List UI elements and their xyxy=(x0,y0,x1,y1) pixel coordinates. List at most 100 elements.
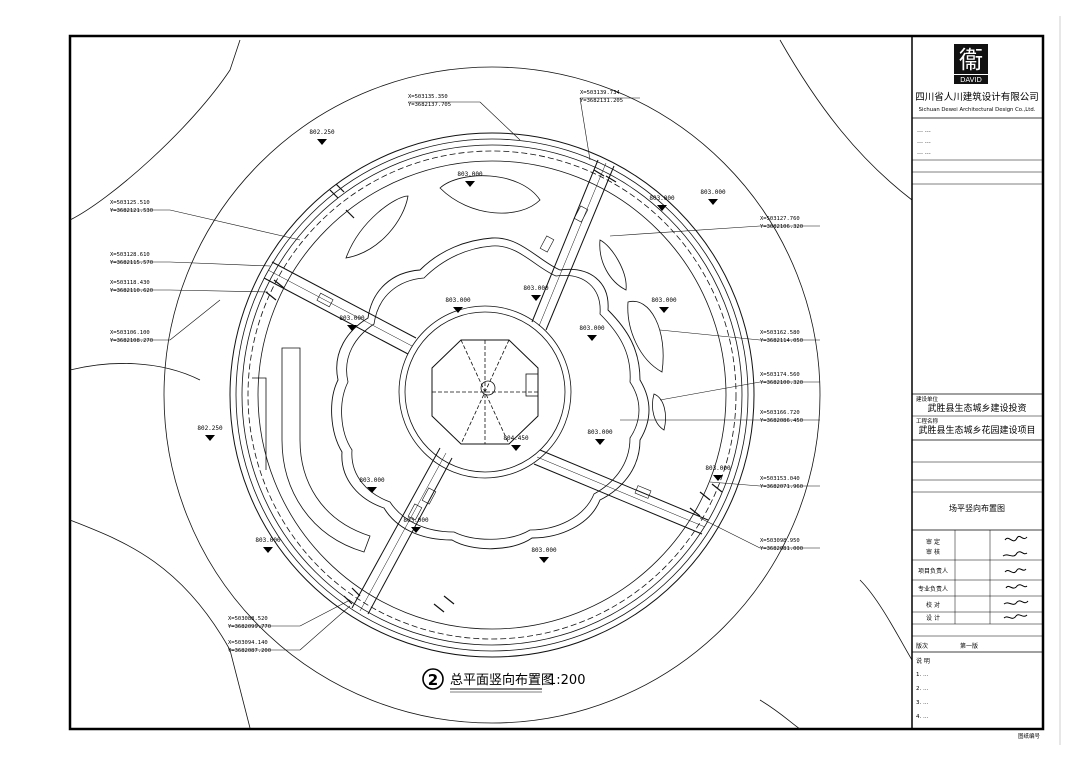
wavy-border xyxy=(331,237,650,550)
sheet-title: 场平竖向布置图 xyxy=(949,503,1005,513)
plaza-ring xyxy=(229,132,755,658)
coordinate-y: Y=3682115.570 xyxy=(110,260,153,266)
elevation-value: 803.000 xyxy=(531,547,557,554)
coordinate-x: X=503098.950 xyxy=(760,538,800,544)
elevation-value: 803.000 xyxy=(651,297,677,304)
elevation-marks: 802.250 802.250 803.000 803.000 803.000 803.0… xyxy=(197,129,731,563)
coordinate-x: X=503166.720 xyxy=(760,410,800,416)
leader-lines xyxy=(110,97,820,651)
company-name-en: Sichuan Dewei Architectural Design Co.,L… xyxy=(919,107,1036,113)
elevation-triangle xyxy=(367,487,377,493)
project-label-2: 工程名称 xyxy=(916,417,939,425)
coordinate-y: Y=3682110.620 xyxy=(110,288,153,294)
coordinate-y: Y=3682114.050 xyxy=(760,338,803,344)
coordinate-y: Y=3682081.000 xyxy=(760,546,803,552)
dimension-marks xyxy=(316,205,652,521)
project-label: 建设单位 xyxy=(916,395,939,403)
elevation-triangle xyxy=(453,307,463,313)
caption-number: 2 xyxy=(428,671,438,689)
elevation-value: 803.000 xyxy=(705,465,731,472)
elevation-triangle xyxy=(587,335,597,341)
contact-line: … … xyxy=(917,149,931,156)
coordinate-x: X=503135.350 xyxy=(408,94,448,100)
boundary-curve xyxy=(779,39,913,201)
elevation-triangle xyxy=(539,557,549,563)
note-line: 2. … xyxy=(916,686,929,692)
note-line: 1. … xyxy=(916,672,929,678)
elevation-value: 803.000 xyxy=(700,189,726,196)
coordinate-y: Y=3682106.320 xyxy=(760,224,803,230)
logo-glyph: 衞 xyxy=(959,46,983,74)
coordinate-x: X=503127.760 xyxy=(760,216,800,222)
logo-brand: DAVID xyxy=(960,76,982,84)
coordinate-x: X=503174.560 xyxy=(760,372,800,378)
project-name-1: 武胜县生态城乡建设投资 xyxy=(927,402,1026,414)
title-block: 衞 DAVID 四川省人川建筑设计有限公司 Sichuan Dewei Arch… xyxy=(911,36,1043,740)
elevation-triangle xyxy=(659,307,669,313)
elevation-value: 802.250 xyxy=(197,425,223,432)
elevation-value: 802.250 xyxy=(309,129,335,136)
notes-heading: 说 明 xyxy=(916,657,930,665)
elevation-value: 804.450 xyxy=(503,435,529,442)
elevation-value: 803.000 xyxy=(359,477,385,484)
plan-view xyxy=(69,39,913,730)
coordinate-x: X=503125.510 xyxy=(110,200,150,206)
company-logo xyxy=(954,44,988,74)
coordinate-y: Y=3682137.705 xyxy=(408,102,451,108)
coordinate-y: Y=3682108.270 xyxy=(110,338,153,344)
elevation-value: 803.000 xyxy=(523,285,549,292)
boundary-curve xyxy=(859,579,913,661)
note-line: 4. … xyxy=(916,714,929,720)
elevation-value: 803.000 xyxy=(255,537,281,544)
axis-line xyxy=(460,339,510,445)
coordinate-x: X=503153.040 xyxy=(760,476,800,482)
planter-leaf xyxy=(345,195,409,259)
signature-grid xyxy=(912,530,1043,625)
ring-ticks xyxy=(265,169,723,613)
elevation-triangle xyxy=(317,139,327,145)
plaza-ring xyxy=(257,160,727,630)
plaza-ring xyxy=(241,144,743,646)
boundary-curve xyxy=(759,699,801,730)
coordinate-y: Y=3682100.320 xyxy=(760,380,803,386)
coordinate-y: Y=3682131.205 xyxy=(580,98,623,104)
radial-paths xyxy=(263,159,709,615)
planter-leaf xyxy=(652,393,666,431)
coordinate-y: Y=3682086.450 xyxy=(760,418,803,424)
planter-leaf xyxy=(627,300,664,373)
plaza-ring xyxy=(247,150,737,640)
sig-role: 专业负责人 xyxy=(918,585,948,593)
sig-role: 审 定 xyxy=(926,538,940,546)
elevation-value: 803.000 xyxy=(445,297,471,304)
elevation-value: 803.000 xyxy=(339,315,365,322)
contact-line: … … xyxy=(917,138,931,145)
outer-ring xyxy=(163,66,821,724)
planter-leaf xyxy=(439,175,541,214)
coordinate-x: X=503139.734 xyxy=(580,90,620,96)
revision-value: 第一版 xyxy=(960,642,978,650)
coordinate-x: X=503094.140 xyxy=(228,640,268,646)
elevation-triangle xyxy=(713,475,723,481)
wavy-border-inner xyxy=(341,245,640,540)
caption-scale: 1:200 xyxy=(548,673,585,688)
revision-label: 版次 xyxy=(916,642,928,650)
coordinate-x: X=503128.610 xyxy=(110,252,150,258)
plan-caption: 2 总平面竖向布置图 1:200 xyxy=(422,668,585,693)
boundary-curve xyxy=(69,519,251,729)
company-name-cn: 四川省人川建筑设计有限公司 xyxy=(915,91,1039,103)
elevation-triangle xyxy=(511,445,521,451)
center-ring xyxy=(398,305,572,479)
planter-leaf xyxy=(599,239,627,291)
bench-curve xyxy=(281,347,371,553)
boundary-curve xyxy=(69,363,201,381)
coordinate-x: X=503118.430 xyxy=(110,280,150,286)
elevation-triangle xyxy=(708,199,718,205)
coordinate-y: Y=3682071.960 xyxy=(760,484,803,490)
elevation-value: 803.000 xyxy=(579,325,605,332)
elevation-triangle xyxy=(205,435,215,441)
elevation-triangle xyxy=(263,547,273,553)
sheet-footer: 图纸编号 xyxy=(1018,732,1041,740)
sig-role: 校 对 xyxy=(926,601,940,609)
elevation-value: 803.000 xyxy=(457,171,483,178)
